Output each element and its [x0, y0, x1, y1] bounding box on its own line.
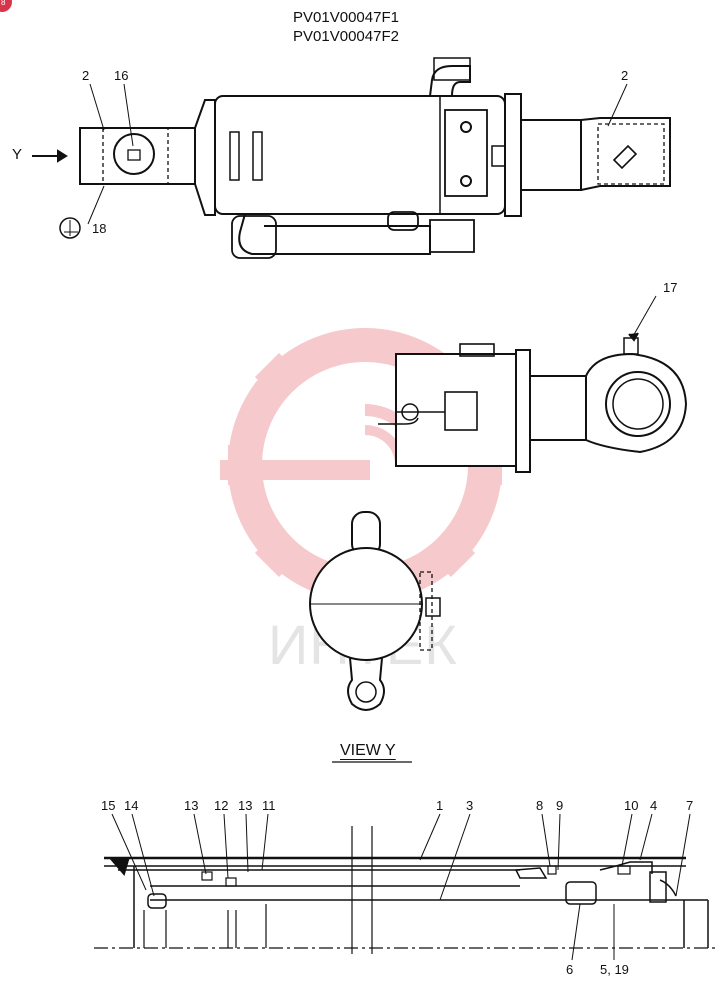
callout-16: 16 [114, 68, 129, 83]
callout-5-19: 5, 19 [600, 962, 629, 977]
callout-3: 3 [466, 798, 474, 813]
callout-10: 10 [624, 798, 639, 813]
callout-17: 17 [663, 280, 678, 295]
callout-7: 7 [686, 798, 694, 813]
callout-13-a: 13 [184, 798, 199, 813]
callout-2-left: 2 [82, 68, 90, 83]
callout-1: 1 [436, 798, 444, 813]
callout-15: 15 [101, 798, 116, 813]
callout-11: 11 [262, 798, 276, 813]
callout-13-b: 13 [238, 798, 253, 813]
callout-2-right: 2 [621, 68, 629, 83]
corner-badge: 8 [0, 0, 12, 12]
view-y-arrow-label: Y [12, 146, 23, 163]
corner-badge-text: 8 [1, 0, 6, 7]
callout-9: 9 [556, 798, 564, 813]
part-number-2: PV01V00047F2 [293, 28, 399, 45]
view-y-title: VIEW Y [340, 742, 396, 759]
callout-12: 12 [214, 798, 229, 813]
callout-8: 8 [536, 798, 544, 813]
callout-18: 18 [92, 221, 107, 236]
part-number-1: PV01V00047F1 [293, 9, 399, 26]
callout-6: 6 [566, 962, 574, 977]
callout-4: 4 [650, 798, 658, 813]
callout-14: 14 [124, 798, 139, 813]
